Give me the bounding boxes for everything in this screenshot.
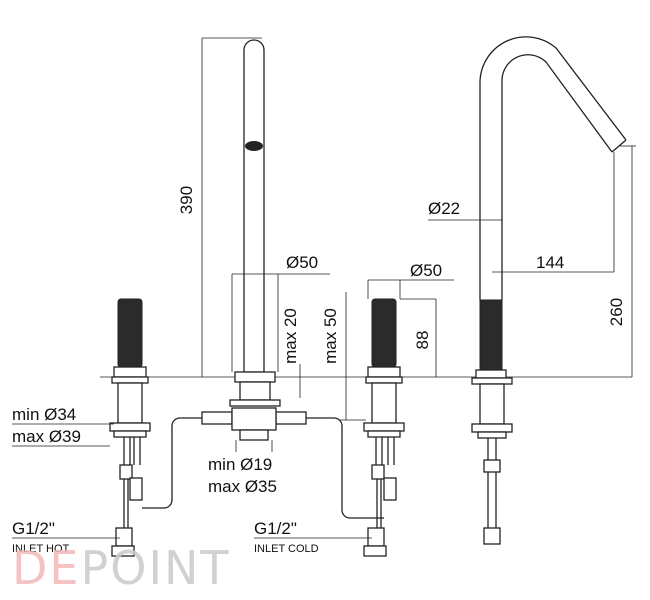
dim-max-20: max 20: [281, 308, 300, 364]
cold-handle: [363, 298, 405, 557]
dim-max-35: max Ø35: [208, 477, 277, 496]
dim-390: 390: [177, 186, 196, 214]
inlet-cold-label: INLET COLD: [254, 543, 319, 555]
dim-144: 144: [536, 253, 564, 272]
connecting-hoses: [142, 417, 384, 519]
dim-pipe-diameter: Ø22: [428, 199, 460, 218]
inlet-hot-thread: G1/2": [12, 519, 55, 538]
watermark: DEPOINT: [12, 541, 231, 595]
watermark-suffix: POINT: [81, 541, 231, 595]
dim-max-50: max 50: [321, 308, 340, 364]
dimension-lines: [12, 37, 636, 539]
hot-handle: [109, 298, 151, 557]
inlet-hot-label: INLET HOT: [12, 543, 70, 555]
dim-handle-diameter: Ø50: [410, 261, 442, 280]
watermark-prefix: DE: [12, 541, 81, 595]
dim-min-34: min Ø34: [12, 405, 76, 424]
inlet-cold-thread: G1/2": [254, 519, 297, 538]
center-spout: [201, 39, 307, 441]
dim-260: 260: [607, 298, 626, 326]
dim-88: 88: [413, 331, 432, 350]
dim-spout-diameter: Ø50: [286, 253, 318, 272]
dim-max-39: max Ø39: [12, 427, 81, 446]
side-spout: [471, 36, 627, 545]
dim-min-19: min Ø19: [208, 455, 272, 474]
